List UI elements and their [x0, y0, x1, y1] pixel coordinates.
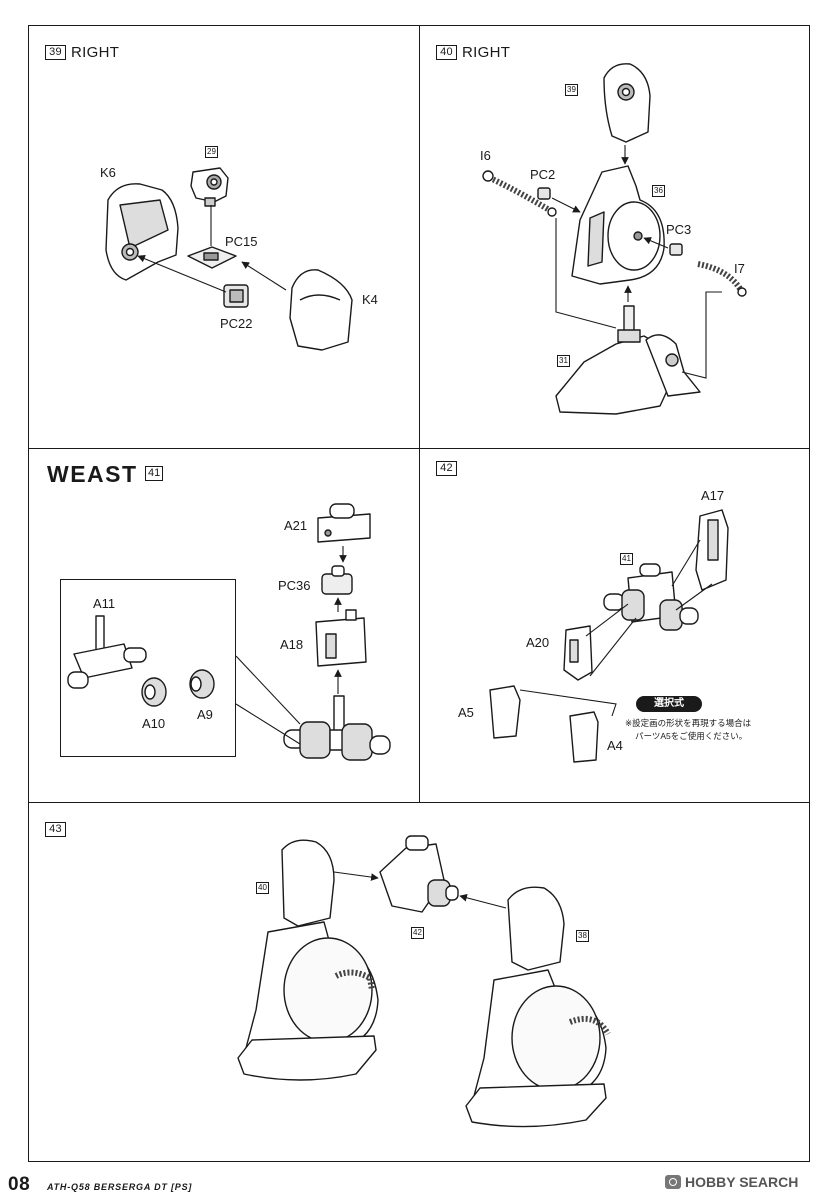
- ref-part-40: 40: [256, 882, 269, 894]
- label-pc15: PC15: [225, 234, 258, 249]
- note-line-1: ※設定画の形状を再現する場合は: [625, 718, 752, 728]
- camera-icon: [665, 1175, 681, 1189]
- label-i7: I7: [734, 261, 745, 276]
- step-42-header: 42: [436, 461, 457, 476]
- label-pc36: PC36: [278, 578, 311, 593]
- label-a20: A20: [526, 635, 550, 650]
- label-pc22: PC22: [220, 316, 253, 331]
- label-a10: A10: [142, 716, 166, 731]
- ref-part-29: 29: [205, 146, 218, 158]
- step-39-header: 39 RIGHT: [45, 44, 119, 61]
- label-a18: A18: [280, 637, 304, 652]
- ref-part-38: 38: [576, 930, 589, 942]
- step-number: 39: [45, 45, 66, 60]
- label-a4: A4: [607, 738, 623, 753]
- label-a5: A5: [458, 705, 474, 720]
- label-a17: A17: [701, 488, 725, 503]
- ref-part-31: 31: [557, 355, 570, 367]
- label-k6: K6: [100, 165, 116, 180]
- label-a9: A9: [197, 707, 213, 722]
- ref-part-36: 36: [652, 185, 665, 197]
- step-43-header: 43: [45, 822, 66, 837]
- label-a11: A11: [93, 596, 116, 611]
- ref-part-39: 39: [565, 84, 578, 96]
- watermark-text: HOBBY SEARCH: [685, 1174, 799, 1190]
- label-pc3: PC3: [666, 222, 692, 237]
- model-title: ATH-Q58 BERSERGA DT [PS]: [47, 1182, 193, 1192]
- label-i6: I6: [480, 148, 491, 163]
- label-a21: A21: [284, 518, 308, 533]
- panel-divider: [419, 25, 420, 802]
- step-title: RIGHT: [71, 44, 120, 61]
- step-41-number: 41: [145, 466, 164, 481]
- ref-part-41: 41: [620, 553, 633, 565]
- step-40-header: 40 RIGHT: [436, 44, 510, 61]
- step-number: 40: [436, 45, 457, 60]
- label-pc2: PC2: [530, 167, 556, 182]
- watermark: HOBBY SEARCH: [665, 1174, 798, 1190]
- optional-parts-note: ※設定画の形状を再現する場合は パーツA5をご使用ください。: [625, 717, 785, 743]
- label-k4: K4: [362, 292, 378, 307]
- step-number: 42: [436, 461, 457, 476]
- ref-part-42: 42: [411, 927, 424, 939]
- page-number: 08: [8, 1174, 31, 1195]
- note-line-2: パーツA5をご使用ください。: [635, 731, 748, 741]
- step-number: 43: [45, 822, 66, 837]
- optional-parts-badge: 選択式: [636, 696, 702, 712]
- panel-divider: [28, 802, 810, 803]
- step-41-title: WEAST: [47, 461, 138, 487]
- step-title: RIGHT: [462, 44, 511, 61]
- step-41-detail-inset: [60, 579, 236, 757]
